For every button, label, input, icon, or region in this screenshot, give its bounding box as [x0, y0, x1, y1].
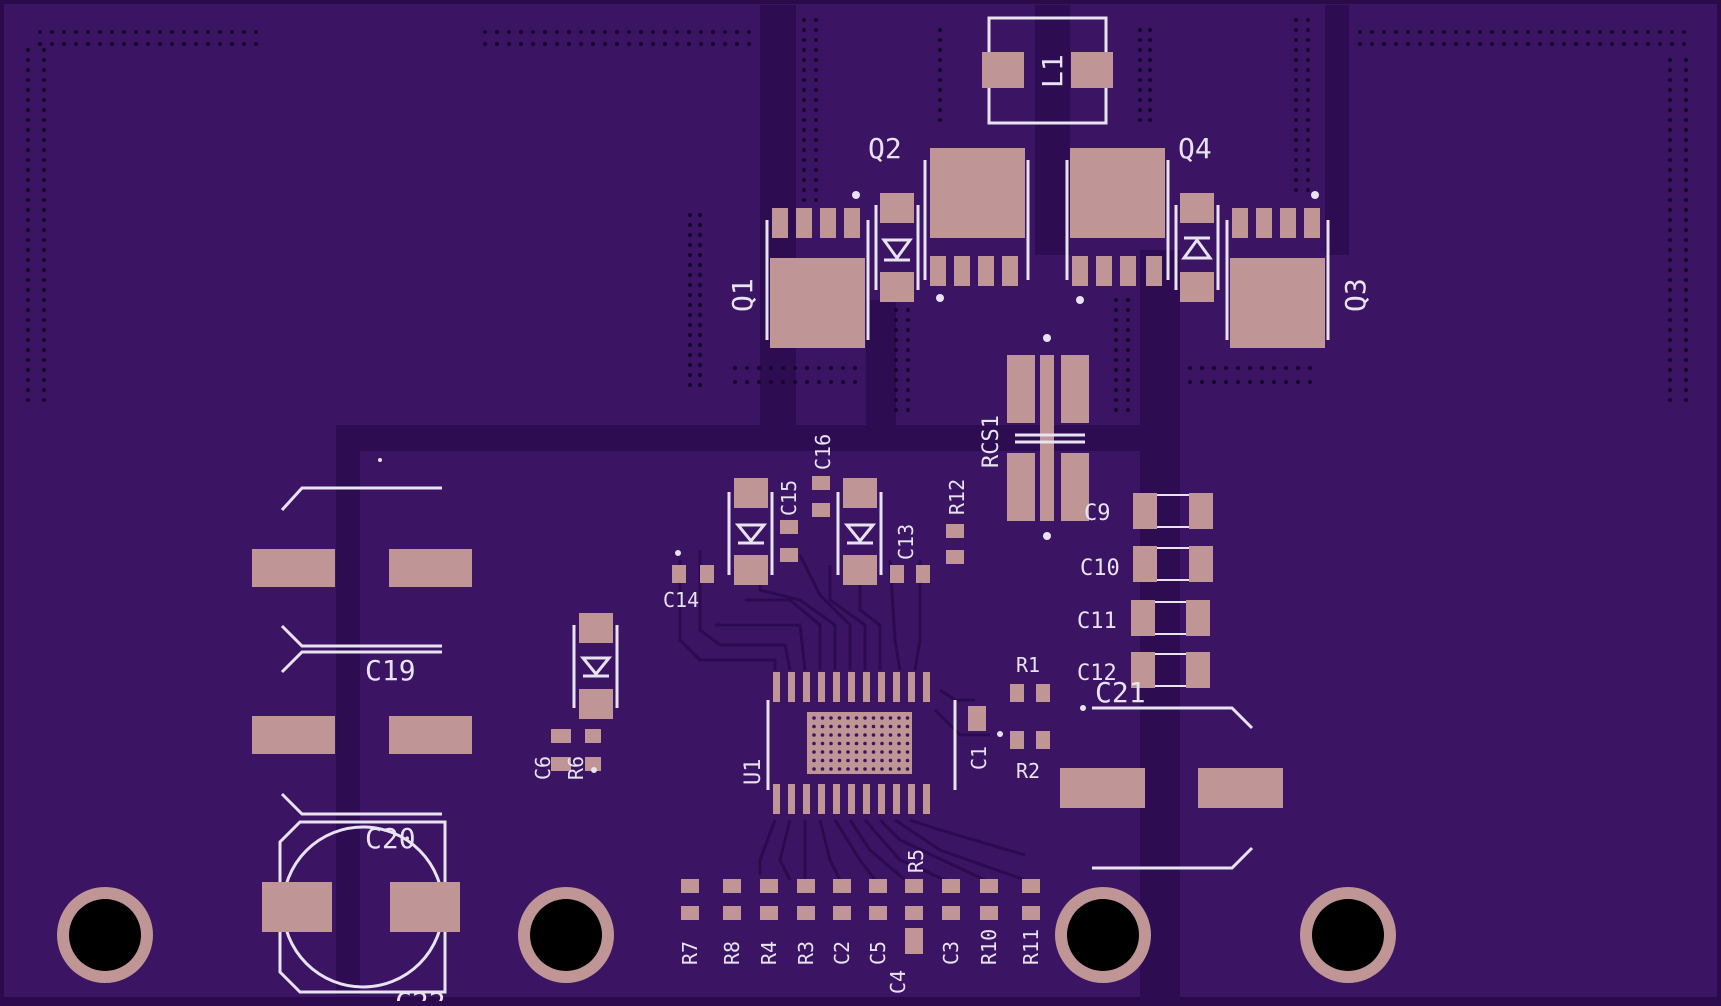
label-q4: Q4 — [1178, 132, 1212, 165]
capacitor-c12: C12 — [1077, 652, 1210, 688]
passive-r4: R4 — [757, 879, 781, 965]
capacitor-c20: C20 — [252, 650, 472, 855]
resistor-r1: R1 — [1010, 653, 1050, 702]
capacitor-c1: C1 — [967, 706, 991, 770]
label-c21: C21 — [1095, 676, 1146, 709]
diode-q-left — [874, 193, 920, 302]
mounting-hole-3 — [1055, 887, 1151, 983]
capacitor-c6: C6 — [531, 729, 571, 780]
mounting-hole-1 — [57, 887, 153, 983]
resistor-r6: R6 — [564, 729, 601, 780]
label-c12: C12 — [1077, 661, 1117, 686]
label-r4: R4 — [757, 941, 781, 965]
label-r2: R2 — [1016, 759, 1040, 783]
label-rcs1: RCS1 — [979, 415, 1004, 468]
label-r1: R1 — [1016, 653, 1040, 677]
label-c14: C14 — [663, 588, 699, 612]
label-c1: C1 — [967, 746, 991, 770]
inductor-l1: L1 — [982, 16, 1113, 125]
label-u1: U1 — [741, 759, 766, 786]
label-q3: Q3 — [1339, 278, 1372, 312]
mosfet-q3: Q3 — [1225, 191, 1372, 348]
label-c10: C10 — [1080, 556, 1120, 581]
passive-r5: R5 — [904, 849, 928, 920]
passive-r11: R11 — [1019, 879, 1043, 965]
label-c15: C15 — [777, 480, 801, 516]
resistor-r2: R2 — [1010, 731, 1050, 783]
label-c11: C11 — [1077, 609, 1117, 634]
label-c16: C16 — [811, 434, 835, 470]
diode-d-a — [727, 478, 774, 585]
silk-dots — [378, 458, 1086, 773]
signal-traces — [678, 550, 1026, 882]
capacitor-c9: C9 — [1084, 493, 1213, 529]
mosfet-q4: Q4 — [1065, 132, 1212, 304]
passive-r3: R3 — [794, 879, 818, 965]
label-r6: R6 — [564, 756, 588, 780]
label-r11: R11 — [1019, 929, 1043, 965]
passive-r8: R8 — [720, 879, 744, 965]
pour-gaps — [336, 5, 1349, 1000]
label-c13: C13 — [894, 524, 918, 560]
label-q2: Q2 — [868, 132, 902, 165]
mounting-hole-4 — [1300, 887, 1396, 983]
label-r10: R10 — [977, 929, 1001, 965]
label-r5: R5 — [904, 849, 928, 873]
passive-c5: C5 — [866, 879, 890, 965]
capacitor-c21: C21 — [1060, 676, 1283, 870]
label-c3: C3 — [939, 941, 963, 965]
label-c6: C6 — [531, 756, 555, 780]
label-c5: C5 — [866, 941, 890, 965]
passive-c3: C3 — [939, 879, 963, 965]
label-c2: C2 — [830, 941, 854, 965]
capacitor-c13: C13 — [890, 524, 930, 583]
diode-d-c — [572, 613, 619, 719]
capacitor-c11: C11 — [1077, 600, 1210, 636]
mounting-hole-2 — [518, 887, 614, 983]
capacitor-c4: C4 — [886, 928, 923, 994]
label-c19: C19 — [365, 654, 416, 687]
label-r7: R7 — [678, 941, 702, 965]
capacitor-c16: C16 — [811, 434, 835, 517]
mosfet-q1: Q1 — [726, 191, 870, 348]
via-field — [26, 18, 1688, 412]
ic-u1: U1 — [741, 672, 957, 814]
label-c4: C4 — [886, 970, 910, 994]
diode-d-b — [836, 478, 883, 585]
capacitor-c10: C10 — [1080, 546, 1213, 582]
label-c22: C22 — [395, 986, 446, 1001]
capacitor-c14: C14 — [663, 565, 714, 612]
passive-c2: C2 — [830, 879, 854, 965]
label-r12: R12 — [945, 479, 969, 515]
resistor-rcs1: RCS1 — [979, 334, 1089, 540]
label-r8: R8 — [720, 941, 744, 965]
capacitor-c19: C19 — [252, 486, 472, 687]
label-r3: R3 — [794, 941, 818, 965]
mounting-holes — [57, 887, 1396, 983]
resistor-r12: R12 — [945, 479, 969, 564]
passive-r7: R7 — [678, 879, 702, 965]
label-q1: Q1 — [726, 278, 759, 312]
passive-r10: R10 — [977, 879, 1001, 965]
label-l1: L1 — [1036, 54, 1069, 88]
diode-q-right — [1174, 193, 1220, 302]
label-c9: C9 — [1084, 501, 1111, 526]
mosfet-q2: Q2 — [868, 132, 1030, 302]
capacitor-c15: C15 — [777, 480, 801, 562]
